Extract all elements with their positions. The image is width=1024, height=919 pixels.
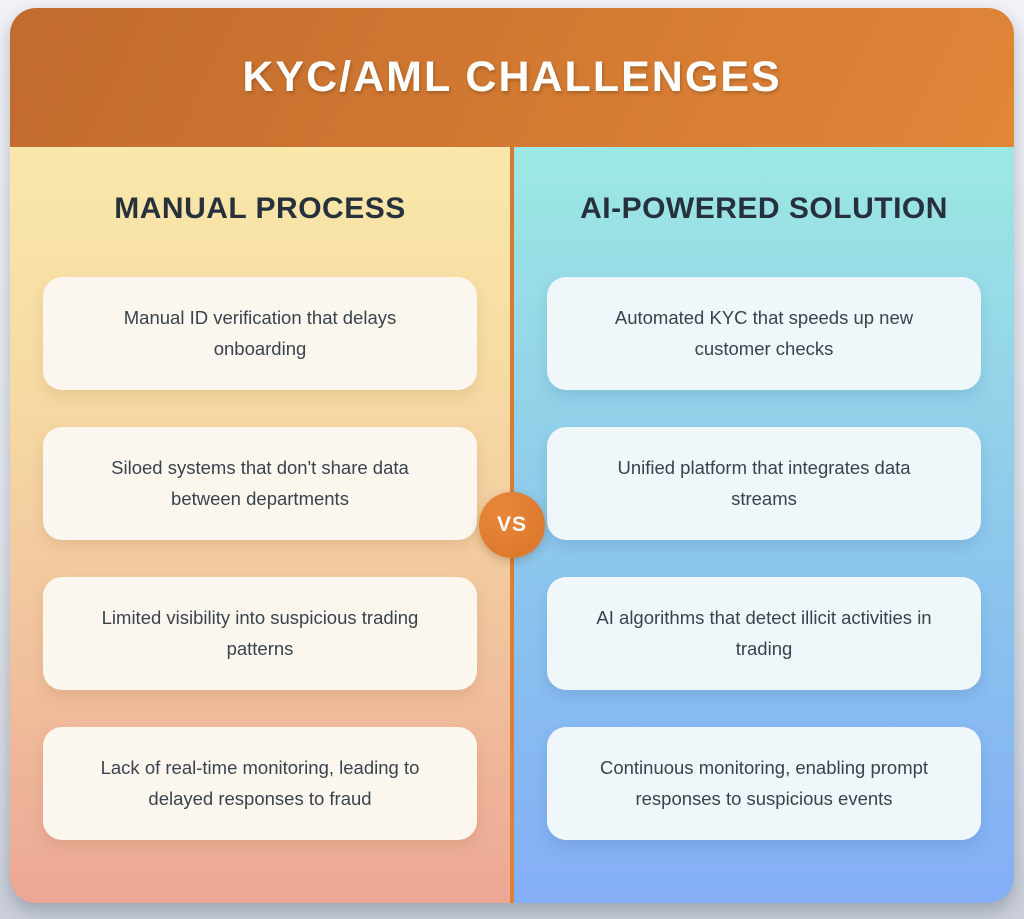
page-title: KYC/AML CHALLENGES xyxy=(242,53,782,101)
ai-solution-title: AI-POWERED SOLUTION xyxy=(580,192,948,225)
column-manual-process: MANUAL PROCESS Manual ID verification th… xyxy=(10,147,510,903)
ai-solution-card-1: Automated KYC that speeds up new custome… xyxy=(547,277,981,390)
column-ai-solution: AI-POWERED SOLUTION Automated KYC that s… xyxy=(514,147,1014,903)
manual-process-title: MANUAL PROCESS xyxy=(114,192,406,225)
ai-solution-card-2: Unified platform that integrates data st… xyxy=(547,427,981,540)
manual-process-card-4: Lack of real-time monitoring, leading to… xyxy=(43,727,477,840)
ai-solution-card-4: Continuous monitoring, enabling prompt r… xyxy=(547,727,981,840)
ai-solution-card-list: Automated KYC that speeds up new custome… xyxy=(514,277,1014,840)
comparison-poster: KYC/AML CHALLENGES MANUAL PROCESS Manual… xyxy=(10,8,1014,903)
manual-process-card-list: Manual ID verification that delays onboa… xyxy=(10,277,510,840)
manual-process-card-3: Limited visibility into suspicious tradi… xyxy=(43,577,477,690)
header-banner: KYC/AML CHALLENGES xyxy=(10,8,1014,147)
vs-badge: VS xyxy=(479,492,545,558)
manual-process-card-1: Manual ID verification that delays onboa… xyxy=(43,277,477,390)
comparison-columns: MANUAL PROCESS Manual ID verification th… xyxy=(10,147,1014,903)
ai-solution-card-3: AI algorithms that detect illicit activi… xyxy=(547,577,981,690)
manual-process-card-2: Siloed systems that don't share data bet… xyxy=(43,427,477,540)
